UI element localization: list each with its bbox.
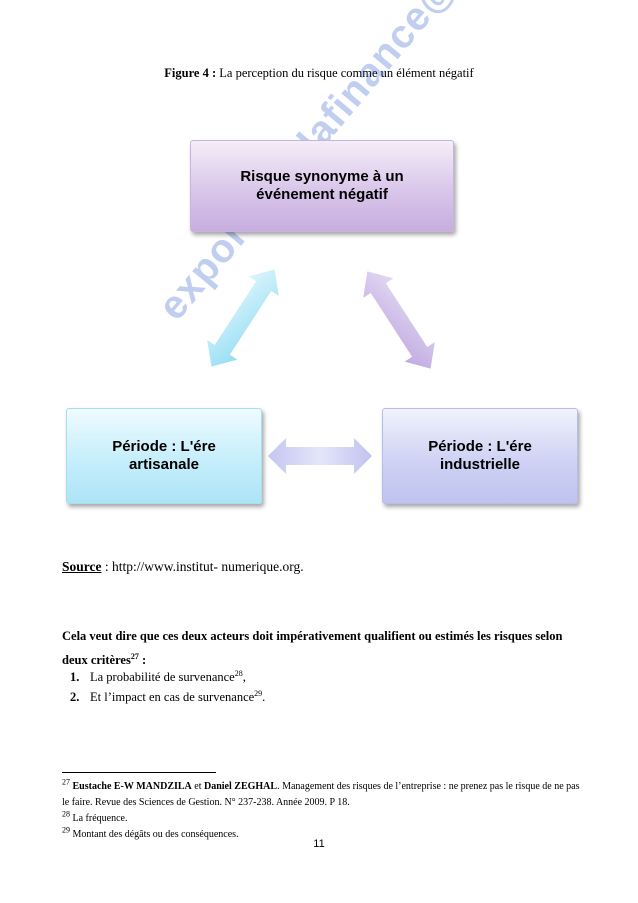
footnote-connector: et [191,781,204,792]
source-label: Source [62,559,102,574]
footnote-28: 28 La fréquence. [62,809,582,827]
list-item-end: . [262,690,266,704]
footnote-ref-29[interactable]: 29 [254,688,263,698]
diagram-box-left: Période : L'ére artisanale [66,408,262,504]
page-number: 11 [313,838,325,850]
left-box-line1: Période : L'ére [112,438,216,455]
paragraph-line2-end: : [138,653,147,667]
diagram-arrows [207,269,435,474]
paragraph-line1: Cela veut dire que ces deux acteurs doit… [62,629,563,643]
footnote-text: . Management des risques de l’entreprise… [62,781,580,808]
source-text: : http://www.institut- numerique.org. [101,559,304,574]
list-item: 1. La probabilité de survenance28, [70,667,265,687]
diagram-box-right: Période : L'ére industrielle [382,408,578,504]
footnote-text: Montant des dégâts ou des conséquences. [70,829,239,840]
list-item-text: La probabilité de survenance [90,670,235,684]
footnote-separator [62,772,216,773]
footnote-text: La fréquence. [70,813,128,824]
footnotes: 27 Eustache E-W MANDZILA et Daniel ZEGHA… [62,777,582,843]
top-box-line1: Risque synonyme à un [240,168,404,185]
right-box-line1: Période : L'ére [428,438,532,455]
footnote-29: 29 Montant des dégâts ou des conséquence… [62,825,582,843]
top-box-line2: événement négatif [256,186,388,203]
footnote-ref-28[interactable]: 28 [234,668,243,678]
list-item-end: , [242,670,246,684]
list-item-text: Et l’impact en cas de survenance [90,690,255,704]
arrow-left-diagonal [207,269,279,367]
footnote-author-1: Eustache E-W MANDZILA [72,781,192,792]
list-item: 2. Et l’impact en cas de survenance29. [70,687,265,707]
arrow-right-diagonal [363,271,435,369]
figure-title: La perception du risque comme un élément… [219,66,474,80]
list-item-number: 1. [70,670,80,684]
footnote-number: 28 [62,809,70,819]
list-item-number: 2. [70,690,80,704]
footnote-author-2: Daniel ZEGHAL [204,781,278,792]
right-box-line2: industrielle [439,456,520,473]
figure-label: Figure 4 : [164,66,217,80]
body-paragraph: Cela veut dire que ces deux acteurs doit… [62,624,582,672]
footnote-number: 27 [62,777,70,787]
figure-caption: Figure 4 : La perception du risque comme… [0,66,638,81]
left-box-line2: artisanale [128,456,200,473]
arrow-bottom-horizontal [268,438,372,474]
paragraph-line2: deux critères27 : [62,648,582,672]
footnote-ref-27[interactable]: 27 [130,651,139,661]
source-line: Source : http://www.institut- numerique.… [62,559,304,575]
paragraph-line2-text: deux critères [62,653,131,667]
diagram-box-top: Risque synonyme à un événement négatif [190,140,454,232]
footnote-27: 27 Eustache E-W MANDZILA et Daniel ZEGHA… [62,777,582,811]
criteria-list: 1. La probabilité de survenance28, 2. Et l… [70,667,265,707]
footnote-number: 29 [62,825,70,835]
